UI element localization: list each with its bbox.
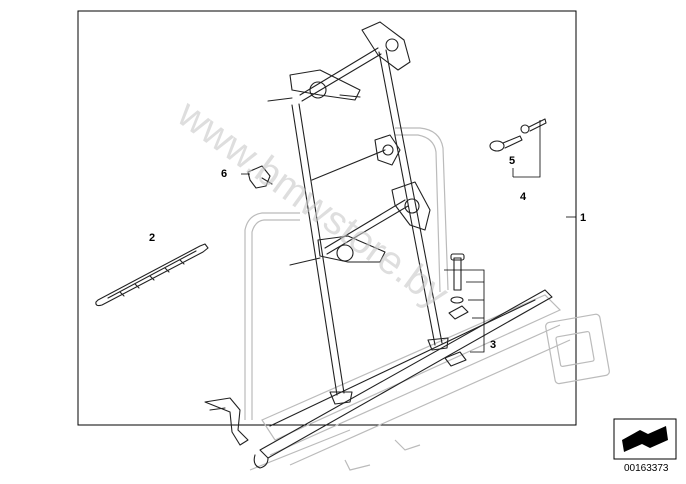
callout-2: 2 (149, 232, 155, 244)
bike-holder (204, 21, 449, 446)
leader-lines (241, 120, 576, 353)
key-and-lock-cylinder (489, 118, 547, 152)
mounting-rail (253, 289, 553, 469)
reference-number: 00163373 (624, 463, 669, 474)
callout-1: 1 (580, 212, 586, 224)
callout-4: 4 (520, 191, 527, 203)
callout-6: 6 (221, 168, 227, 180)
rear-carrier-outline (244, 127, 610, 471)
callout-3: 3 (490, 339, 496, 351)
callout-5: 5 (509, 155, 515, 167)
latch-clip (247, 165, 273, 189)
mounting-hardware-set (444, 253, 469, 367)
orientation-arrow-icon (613, 418, 677, 460)
watermark: www.bmwstore.by (169, 91, 456, 317)
strap (95, 243, 209, 307)
